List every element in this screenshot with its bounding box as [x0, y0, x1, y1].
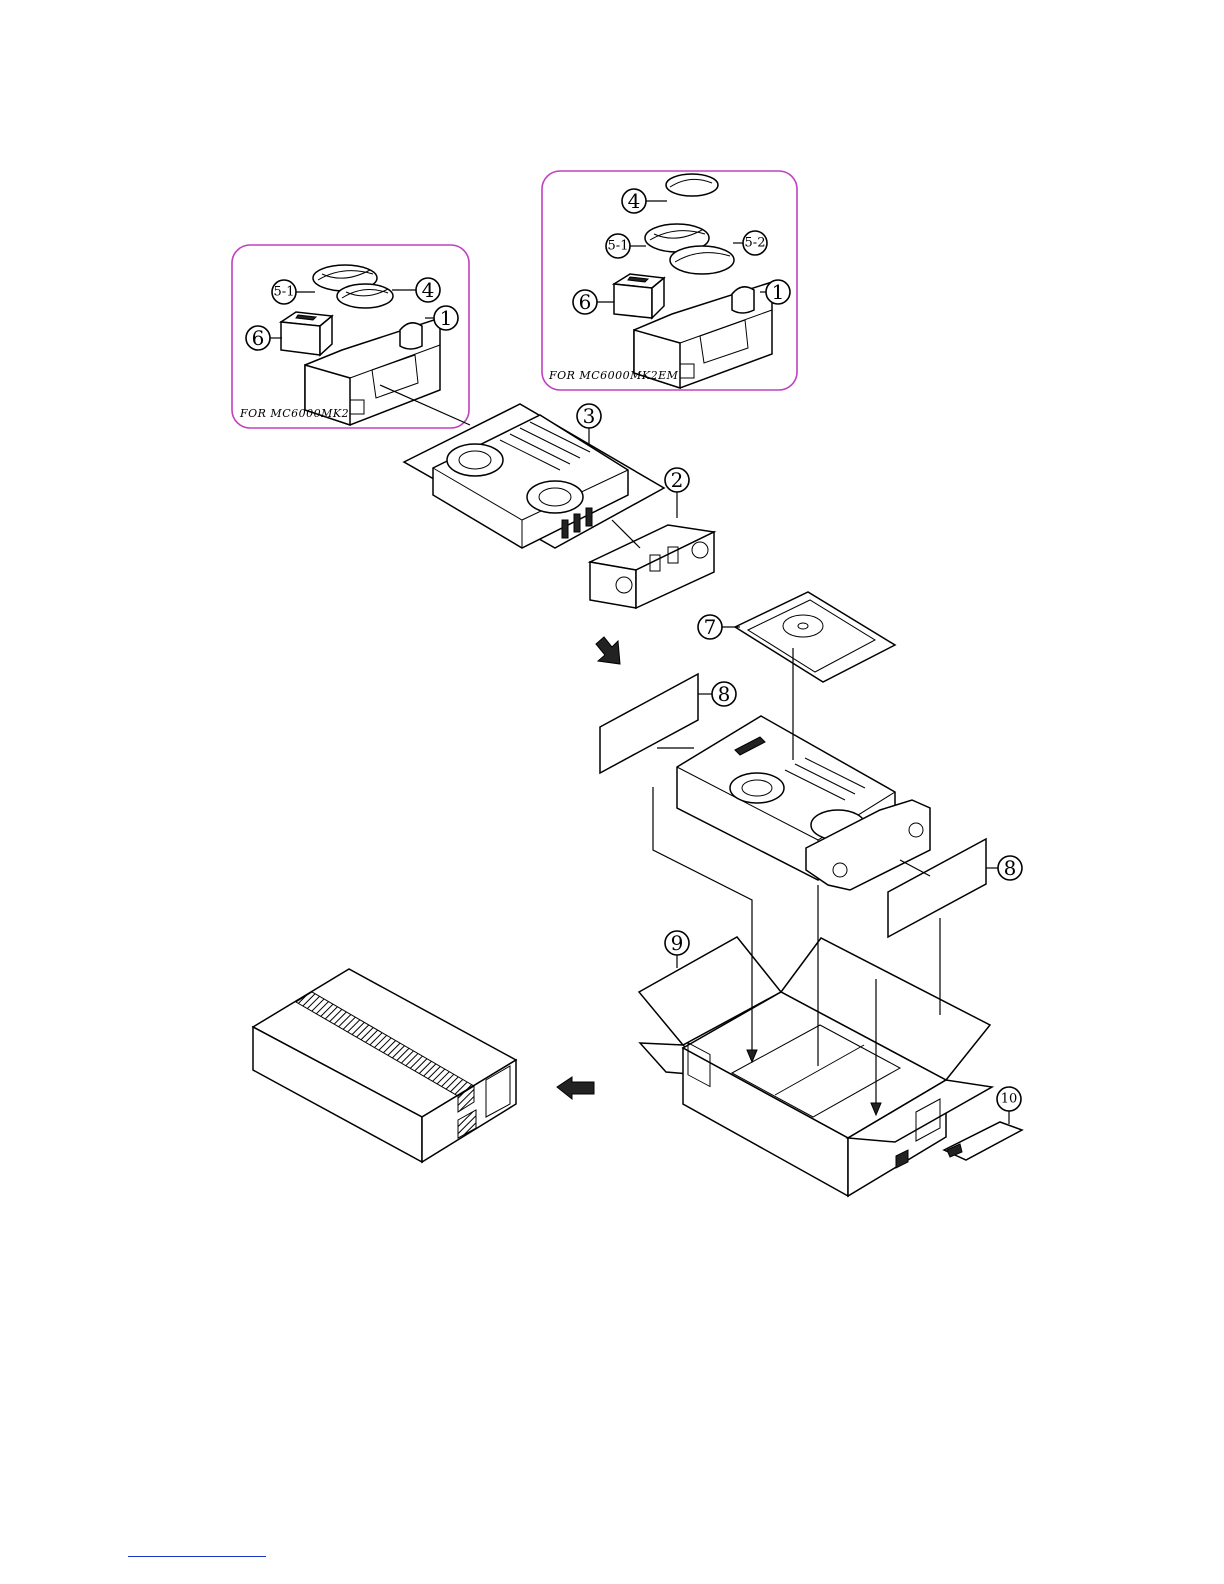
callout-10-number: 10 [1001, 1092, 1018, 1107]
callout-5-1-left-number: 5-1 [274, 285, 295, 300]
label-card [944, 1122, 1022, 1160]
callout-1-left-number: 1 [440, 306, 453, 330]
callout-4-right: 4 [622, 189, 667, 213]
callout-6-right: 6 [573, 290, 614, 314]
callout-1-right-number: 1 [772, 280, 785, 304]
callout-5-2-right: 5-2 [733, 231, 767, 255]
callout-2: 2 [665, 468, 689, 518]
callout-8-right-number: 8 [1004, 856, 1017, 880]
cable-4-right-drawing [666, 174, 718, 196]
side-panel-left [600, 674, 698, 773]
variant-label-right: FOR MC6000MK2EM [548, 369, 679, 382]
callout-10: 10 [997, 1087, 1021, 1124]
callout-4-right-number: 4 [628, 189, 641, 213]
callout-2-number: 2 [671, 468, 684, 492]
power-supply-box-left [281, 312, 332, 355]
callout-3-number: 3 [583, 404, 596, 428]
power-supply-box-right [614, 274, 664, 318]
flow-arrow-down-icon [596, 637, 620, 664]
callout-7-number: 7 [704, 615, 717, 639]
flow-arrow-left-icon [557, 1077, 594, 1099]
controller-in-foam [677, 716, 930, 890]
variant-label-left: FOR MC6000MK2 [239, 407, 349, 420]
callout-5-1-right-number: 5-1 [608, 239, 629, 254]
foam-end-block [590, 525, 714, 608]
callout-6-left: 6 [246, 326, 282, 350]
callout-8-left: 8 [698, 682, 736, 706]
closed-carton [253, 969, 516, 1162]
controller-on-sheet [404, 404, 664, 548]
cable-5-2-right-drawing [670, 246, 734, 274]
callout-7: 7 [698, 615, 740, 639]
callout-5-2-right-number: 5-2 [745, 236, 766, 251]
footer-rule [128, 1556, 266, 1557]
cable-4-drawing [337, 284, 393, 308]
callout-6-left-number: 6 [252, 326, 265, 350]
callout-4-left-number: 4 [422, 278, 435, 302]
manual-cd-sheet [735, 592, 895, 682]
callout-9-number: 9 [671, 931, 684, 955]
open-carton [639, 937, 992, 1196]
callout-5-1-left: 5-1 [272, 280, 315, 304]
callout-4-left: 4 [392, 278, 440, 302]
callout-8-right: 8 [986, 856, 1022, 880]
callout-6-right-number: 6 [579, 290, 592, 314]
leader-controller-to-block [612, 520, 640, 548]
variant-group-right: FOR MC6000MK2EM [542, 171, 797, 390]
callout-9: 9 [665, 931, 689, 968]
callout-5-1-right: 5-1 [606, 234, 646, 258]
callout-8-left-number: 8 [718, 682, 731, 706]
